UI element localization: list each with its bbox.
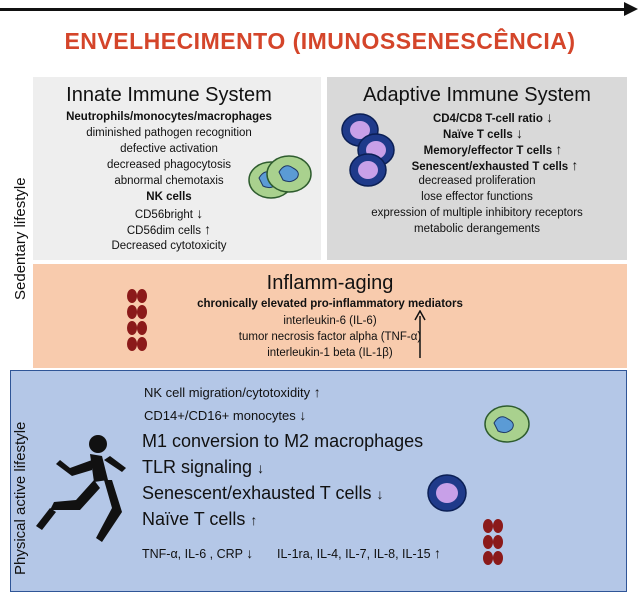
adaptive-item: metabolic derangements bbox=[414, 223, 540, 235]
inflamm-item: tumor necrosis factor alpha (TNF-α) bbox=[238, 331, 422, 343]
down-arrow-icon: ↓ bbox=[515, 125, 523, 141]
sedentary-lifestyle-label: Sedentary lifestyle bbox=[12, 177, 29, 300]
down-arrow-icon: ↓ bbox=[246, 545, 254, 561]
cytokine-molecules-icon bbox=[483, 519, 503, 565]
cd56dim-row: CD56dim cells ↑ bbox=[33, 221, 305, 240]
lymphocyte-cell-icon bbox=[427, 474, 467, 512]
senescent-row: Senescent/exhausted T cells ↑ bbox=[405, 157, 585, 176]
active-tlr-row: TLR signaling ↓ bbox=[142, 457, 264, 478]
up-arrow-icon: ↑ bbox=[204, 221, 212, 237]
active-m1m2: M1 conversion to M2 macrophages bbox=[142, 431, 424, 451]
active-cytokines-up-label: IL-1ra, IL-4, IL-7, IL-8, IL-15 bbox=[277, 547, 431, 561]
inflamm-item: interleukin-6 (IL-6) bbox=[283, 315, 377, 327]
down-arrow-icon: ↓ bbox=[196, 205, 204, 221]
down-arrow-icon: ↓ bbox=[376, 486, 384, 502]
runner-silhouette-icon bbox=[36, 435, 126, 542]
memory-row: Memory/effector T cells ↑ bbox=[418, 141, 568, 160]
active-senescent-label: Senescent/exhausted T cells bbox=[142, 483, 372, 503]
inflamm-title: Inflamm-aging bbox=[266, 272, 394, 294]
cytokine-molecules-icon bbox=[127, 289, 147, 351]
active-monocytes-label: CD14+/CD16+ monocytes bbox=[144, 408, 296, 423]
neutrophil-cells-icon bbox=[248, 155, 312, 199]
active-cytokines-down-label: TNF-α, IL-6 , CRP bbox=[142, 547, 243, 561]
up-arrow-icon: ↑ bbox=[555, 141, 563, 157]
cd56bright-row: CD56bright ↓ bbox=[33, 205, 305, 224]
active-naive-row: Naïve T cells ↑ bbox=[142, 509, 257, 530]
adaptive-item: expression of multiple inhibitory recept… bbox=[371, 207, 583, 219]
neutrophil-cell-icon bbox=[484, 405, 530, 443]
down-arrow-icon: ↓ bbox=[546, 109, 554, 125]
innate-title: Innate Immune System bbox=[66, 84, 272, 106]
innate-item: diminished pathogen recognition bbox=[86, 127, 252, 139]
inflamm-item: interleukin-1 beta (IL-1β) bbox=[267, 347, 393, 359]
down-arrow-icon: ↓ bbox=[257, 460, 265, 476]
active-cytokines-down-row: TNF-α, IL-6 , CRP ↓ bbox=[142, 545, 253, 561]
down-arrow-icon: ↓ bbox=[299, 407, 307, 423]
timeline-arrow bbox=[0, 8, 632, 11]
active-senescent-row: Senescent/exhausted T cells ↓ bbox=[142, 483, 384, 504]
adaptive-item: lose effector functions bbox=[421, 191, 533, 203]
cd56bright-label: CD56bright bbox=[134, 209, 193, 221]
up-arrow-icon: ↑ bbox=[434, 545, 442, 561]
physical-active-panel bbox=[10, 370, 627, 592]
innate-cytotoxicity: Decreased cytotoxicity bbox=[111, 240, 227, 252]
naive-row: Naïve T cells ↓ bbox=[418, 125, 548, 144]
active-tlr-label: TLR signaling bbox=[142, 457, 253, 477]
senescent-label: Senescent/exhausted T cells bbox=[411, 161, 569, 173]
adaptive-item: decreased proliferation bbox=[418, 175, 536, 187]
active-nk-label: NK cell migration/cytotoxidity bbox=[144, 385, 311, 400]
innate-item: decreased phagocytosis bbox=[106, 159, 232, 171]
innate-item: abnormal chemotaxis bbox=[114, 175, 224, 187]
inflamm-up-arrow-icon bbox=[414, 310, 426, 358]
cd4cd8-row: CD4/CD8 T-cell ratio ↓ bbox=[418, 109, 568, 128]
naive-label: Naïve T cells bbox=[443, 129, 513, 141]
cd4cd8-label: CD4/CD8 T-cell ratio bbox=[432, 113, 543, 125]
innate-item: defective activation bbox=[120, 143, 218, 155]
up-arrow-icon: ↑ bbox=[313, 384, 321, 400]
inflamm-subtitle: chronically elevated pro-inflammatory me… bbox=[197, 298, 463, 310]
innate-group-nk: NK cells bbox=[146, 191, 192, 203]
up-arrow-icon: ↑ bbox=[250, 512, 258, 528]
main-title: ENVELHECIMENTO (IMUNOSSENESCÊNCIA) bbox=[64, 28, 576, 54]
timeline-arrowhead bbox=[624, 2, 638, 16]
up-arrow-icon: ↑ bbox=[571, 157, 579, 173]
innate-group-neutrophils: Neutrophils/monocytes/macrophages bbox=[66, 111, 272, 123]
active-nk-row: NK cell migration/cytotoxidity ↑ bbox=[144, 384, 321, 400]
active-naive-label: Naïve T cells bbox=[142, 509, 246, 529]
cd56dim-label: CD56dim cells bbox=[126, 225, 201, 237]
active-monocytes-row: CD14+/CD16+ monocytes ↓ bbox=[144, 407, 306, 423]
lymphocyte-cells-icon bbox=[341, 113, 395, 187]
adaptive-title: Adaptive Immune System bbox=[363, 84, 591, 106]
active-lifestyle-label: Physical active lifestyle bbox=[12, 421, 29, 575]
active-cytokines-up-row: IL-1ra, IL-4, IL-7, IL-8, IL-15 ↑ bbox=[277, 545, 441, 561]
memory-label: Memory/effector T cells bbox=[423, 145, 553, 157]
